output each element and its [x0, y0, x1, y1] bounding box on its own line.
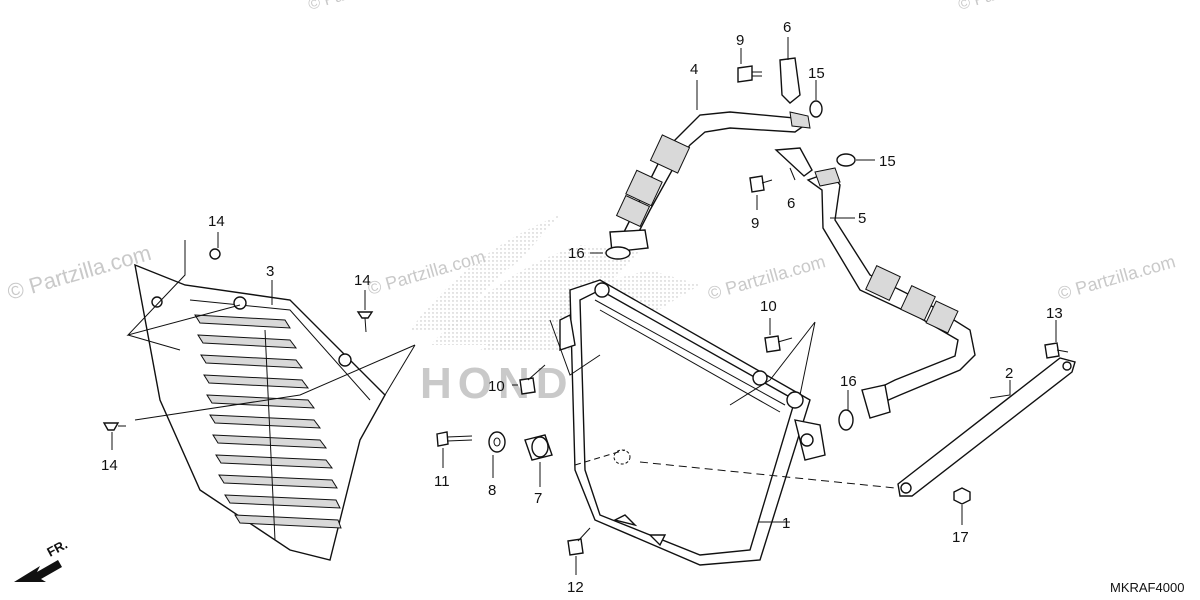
lower-hose-part: [806, 167, 976, 419]
callout-9a: 9: [736, 32, 744, 49]
callout-13: 13: [1046, 305, 1063, 322]
front-direction-arrow: FR.: [14, 537, 70, 582]
front-arrow-label: FR.: [44, 537, 70, 560]
leader-lines: [111, 37, 1057, 575]
callout-7: 7: [534, 490, 542, 507]
callout-11: 11: [434, 473, 450, 490]
radiator-grille-part: [134, 263, 386, 561]
upper-hose-part: [609, 111, 811, 253]
hardware-parts: [102, 57, 1069, 556]
callout-5: 5: [858, 210, 866, 227]
callout-1: 1: [782, 515, 790, 532]
callout-10a: 10: [760, 298, 777, 315]
callout-9b: 9: [751, 215, 759, 232]
callout-10b: 10: [488, 378, 505, 395]
callout-15b: 15: [879, 153, 896, 170]
callout-6b: 6: [787, 195, 795, 212]
grille-louvers: [194, 314, 342, 529]
callout-labels: 1 2 3 4 5 6 6 7 8 9 9 10 10 11 12 13 14 …: [101, 19, 1063, 596]
radiator-stay-part: [897, 357, 1076, 497]
watermark-main: © Partzilla.com: [4, 240, 153, 305]
watermark-faint: © Partzilla.com: [706, 251, 828, 304]
callout-15a: 15: [808, 65, 825, 82]
callout-3: 3: [266, 263, 274, 280]
callout-16a: 16: [568, 245, 585, 262]
callout-16b: 16: [840, 373, 857, 390]
callout-14a: 14: [208, 213, 225, 230]
watermark-faint: © Partzilla.com: [306, 0, 414, 14]
callout-6a: 6: [783, 19, 791, 36]
callout-14b: 14: [354, 272, 371, 289]
watermark-faint: © Partzilla.com: [956, 0, 1064, 14]
radiator-part: [559, 279, 826, 566]
callout-4: 4: [690, 61, 698, 78]
callout-12: 12: [567, 579, 584, 596]
callout-2: 2: [1005, 365, 1013, 382]
callout-8: 8: [488, 482, 496, 499]
diagram-code: MKRAF4000: [1110, 580, 1184, 595]
watermark-faint: © Partzilla.com: [1056, 251, 1178, 304]
callout-14c: 14: [101, 457, 118, 474]
callout-17: 17: [952, 529, 969, 546]
